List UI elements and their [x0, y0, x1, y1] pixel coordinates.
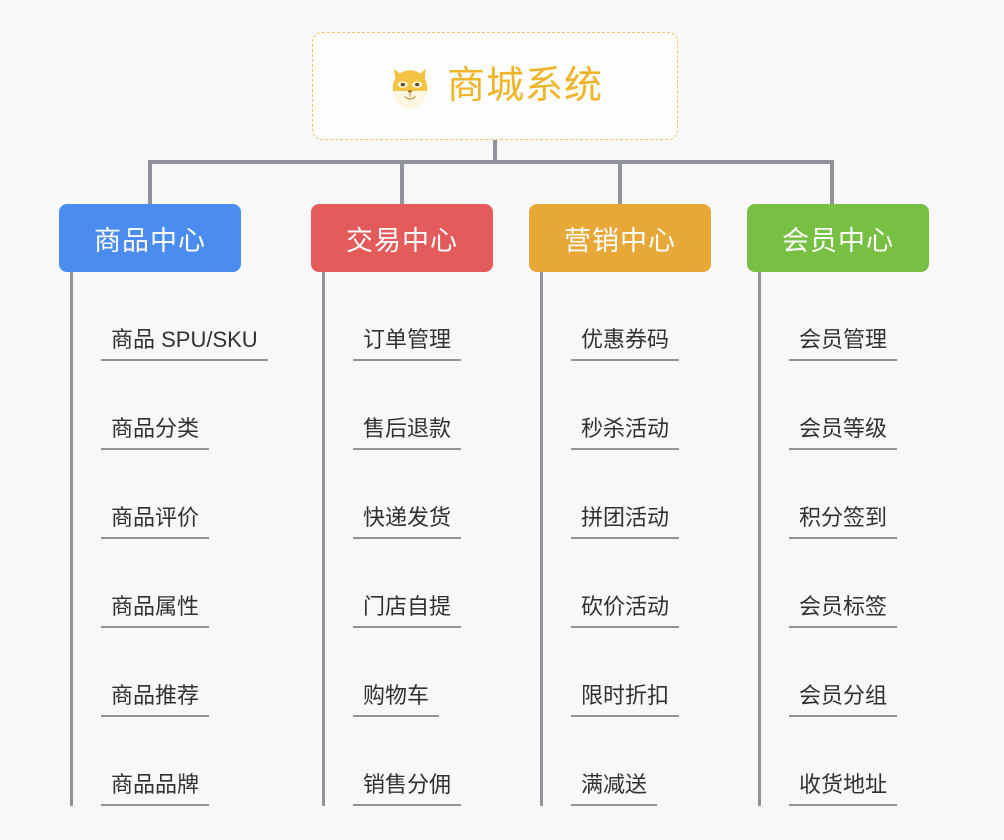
leaf-label: 快递发货 — [353, 505, 462, 539]
leaf-item[interactable]: 限时折扣 — [543, 628, 711, 717]
leaf-label: 商品属性 — [101, 594, 210, 628]
leaf-item[interactable]: 拼团活动 — [543, 450, 711, 539]
branch-header-3[interactable]: 营销中心 — [529, 204, 711, 272]
leaf-item[interactable]: 优惠券码 — [543, 272, 711, 361]
leaf-label: 订单管理 — [353, 327, 462, 361]
leaf-item[interactable]: 收货地址 — [761, 717, 929, 806]
leaf-item[interactable]: 会员管理 — [761, 272, 929, 361]
leaf-item[interactable]: 会员标签 — [761, 539, 929, 628]
leaf-label: 售后退款 — [353, 416, 462, 450]
leaf-label: 会员标签 — [789, 594, 898, 628]
leaf-label: 商品评价 — [101, 505, 210, 539]
leaf-label: 砍价活动 — [571, 594, 680, 628]
leaf-item[interactable]: 商品分类 — [73, 361, 241, 450]
leaf-label: 销售分佣 — [353, 772, 462, 806]
connector-drop-1 — [148, 160, 152, 206]
leaf-item[interactable]: 订单管理 — [325, 272, 493, 361]
leaf-list-4: 会员管理 会员等级 积分签到 会员标签 会员分组 收货地址 — [758, 272, 929, 806]
branch-header-2[interactable]: 交易中心 — [311, 204, 493, 272]
leaf-label: 购物车 — [353, 683, 440, 717]
leaf-item[interactable]: 商品属性 — [73, 539, 241, 628]
leaf-label: 秒杀活动 — [571, 416, 680, 450]
branch-column-1: 商品中心 商品 SPU/SKU 商品分类 商品评价 商品属性 商品推荐 商品品牌 — [59, 204, 268, 806]
connector-drop-2 — [400, 160, 404, 206]
connector-horizontal-bus — [148, 160, 834, 164]
branch-column-4: 会员中心 会员管理 会员等级 积分签到 会员标签 会员分组 收货地址 — [747, 204, 929, 806]
leaf-label: 会员管理 — [789, 327, 898, 361]
leaf-item[interactable]: 商品推荐 — [73, 628, 241, 717]
leaf-label: 商品 SPU/SKU — [101, 327, 268, 361]
leaf-label: 收货地址 — [789, 772, 898, 806]
leaf-label: 会员等级 — [789, 416, 898, 450]
leaf-label: 满减送 — [571, 772, 658, 806]
branch-header-label-4: 会员中心 — [782, 225, 894, 256]
branch-column-2: 交易中心 订单管理 售后退款 快递发货 门店自提 购物车 销售分佣 — [311, 204, 493, 806]
branch-header-1[interactable]: 商品中心 — [59, 204, 241, 272]
leaf-item[interactable]: 秒杀活动 — [543, 361, 711, 450]
leaf-item[interactable]: 会员等级 — [761, 361, 929, 450]
dog-face-icon — [387, 63, 433, 109]
root-node[interactable]: 商城系统 — [312, 32, 678, 140]
branch-header-label-1: 商品中心 — [94, 225, 206, 256]
leaf-item[interactable]: 会员分组 — [761, 628, 929, 717]
leaf-list-2: 订单管理 售后退款 快递发货 门店自提 购物车 销售分佣 — [322, 272, 493, 806]
leaf-list-1: 商品 SPU/SKU 商品分类 商品评价 商品属性 商品推荐 商品品牌 — [70, 272, 268, 806]
branch-header-label-2: 交易中心 — [346, 225, 458, 256]
leaf-item[interactable]: 商品评价 — [73, 450, 241, 539]
branch-column-3: 营销中心 优惠券码 秒杀活动 拼团活动 砍价活动 限时折扣 满减送 — [529, 204, 711, 806]
leaf-item[interactable]: 购物车 — [325, 628, 493, 717]
leaf-item[interactable]: 快递发货 — [325, 450, 493, 539]
leaf-label: 商品推荐 — [101, 683, 210, 717]
leaf-label: 拼团活动 — [571, 505, 680, 539]
leaf-item[interactable]: 商品品牌 — [73, 717, 241, 806]
connector-drop-3 — [618, 160, 622, 206]
leaf-item[interactable]: 门店自提 — [325, 539, 493, 628]
leaf-label: 商品分类 — [101, 416, 210, 450]
connector-root-stem — [493, 140, 497, 162]
leaf-item[interactable]: 商品 SPU/SKU — [73, 272, 268, 361]
leaf-label: 限时折扣 — [571, 683, 680, 717]
branch-header-label-3: 营销中心 — [564, 225, 676, 256]
leaf-item[interactable]: 售后退款 — [325, 361, 493, 450]
branch-header-4[interactable]: 会员中心 — [747, 204, 929, 272]
connector-drop-4 — [830, 160, 834, 206]
leaf-list-3: 优惠券码 秒杀活动 拼团活动 砍价活动 限时折扣 满减送 — [540, 272, 711, 806]
root-title: 商城系统 — [446, 65, 603, 107]
leaf-item[interactable]: 积分签到 — [761, 450, 929, 539]
leaf-label: 积分签到 — [789, 505, 898, 539]
leaf-item[interactable]: 销售分佣 — [325, 717, 493, 806]
leaf-label: 门店自提 — [353, 594, 462, 628]
leaf-label: 商品品牌 — [101, 772, 210, 806]
leaf-item[interactable]: 砍价活动 — [543, 539, 711, 628]
leaf-item[interactable]: 满减送 — [543, 717, 711, 806]
leaf-label: 会员分组 — [789, 683, 898, 717]
leaf-label: 优惠券码 — [571, 327, 680, 361]
